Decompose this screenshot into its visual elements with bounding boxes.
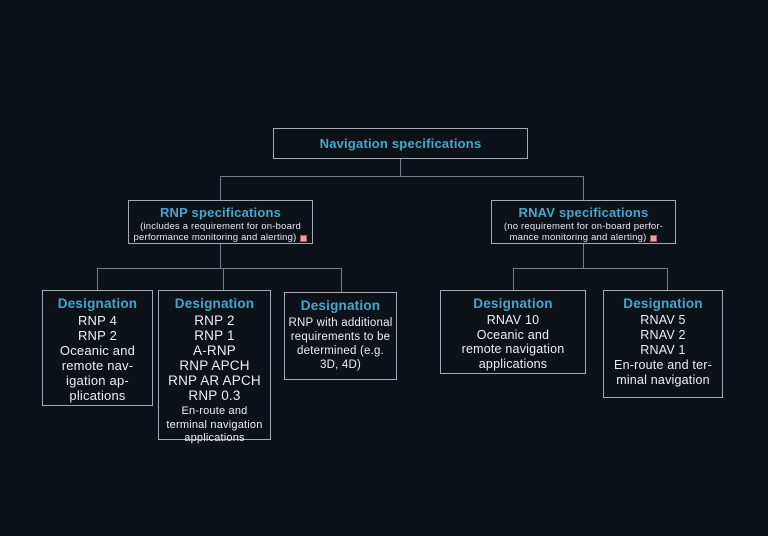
designation-note-line: applications <box>184 432 245 444</box>
connector-vertical <box>513 268 514 290</box>
designation-line: RNP 2 <box>194 313 235 328</box>
connector-vertical <box>223 268 224 290</box>
designation-line: RNP 2 <box>77 328 118 343</box>
designation-line: RNAV 5 <box>640 313 686 327</box>
node-title: Navigation specifications <box>319 136 482 151</box>
node-title: Designation <box>174 296 255 311</box>
designation-line: RNP 0.3 <box>188 388 241 403</box>
designation-note-line: En-route and <box>181 405 248 417</box>
connector-vertical <box>220 244 221 268</box>
designation-line: igation ap- <box>66 373 129 388</box>
node-navigation-specifications: Navigation specifications <box>273 128 528 159</box>
designation-line: Oceanic and <box>476 327 550 342</box>
connector-vertical <box>667 268 668 290</box>
connector-vertical <box>400 159 401 176</box>
designation-line: plications <box>69 388 126 403</box>
designation-note-line: determined (e.g. <box>297 345 384 357</box>
connector-horizontal <box>220 176 584 177</box>
designation-note-line: 3D, 4D) <box>319 359 362 371</box>
footnote-marker-icon <box>650 234 658 242</box>
node-title: Designation <box>473 296 553 311</box>
footnote-marker-icon <box>300 234 308 242</box>
node-title: RNAV specifications <box>518 205 649 220</box>
designation-note-line: requirements to be <box>290 331 391 343</box>
node-rnp-designation-oceanic: Designation RNP 4 RNP 2 Oceanic and remo… <box>42 290 153 406</box>
designation-note-line: RNP with additional <box>288 317 393 329</box>
designation-line: minal navigation <box>616 373 710 387</box>
designation-line: A-RNP <box>192 343 236 358</box>
node-title: Designation <box>300 298 381 313</box>
node-subtitle-text: performance monitoring and alerting) <box>133 232 297 243</box>
node-rnav-specifications: RNAV specifications (no requirement for … <box>491 200 676 244</box>
node-title: Designation <box>623 296 703 311</box>
designation-line: RNP 1 <box>194 328 235 343</box>
designation-line: RNAV 1 <box>640 343 686 357</box>
connector-vertical <box>220 176 221 200</box>
designation-line: applications <box>478 356 548 371</box>
designation-line: En-route and ter- <box>614 358 712 372</box>
node-title: Designation <box>57 296 138 311</box>
designation-line: RNP 4 <box>77 313 118 328</box>
connector-horizontal <box>513 268 668 269</box>
node-title: RNP specifications <box>159 205 282 220</box>
node-subtitle-line: (includes a requirement for on-board <box>140 221 301 232</box>
designation-line: RNP APCH <box>179 358 250 373</box>
node-rnav-designation-enroute-terminal: Designation RNAV 5 RNAV 2 RNAV 1 En-rout… <box>603 290 723 398</box>
connector-vertical <box>583 176 584 200</box>
connector-vertical <box>97 268 98 290</box>
node-rnp-designation-enroute-terminal: Designation RNP 2 RNP 1 A-RNP RNP APCH R… <box>158 290 271 444</box>
node-subtitle-line: (no requirement for on-board perfor- <box>503 221 664 232</box>
node-rnav-designation-oceanic: Designation RNAV 10 Oceanic and remote n… <box>440 290 586 374</box>
connector-vertical <box>341 268 342 292</box>
node-subtitle-line: performance monitoring and alerting) <box>129 232 312 243</box>
connector-horizontal <box>97 268 342 269</box>
designation-line: remote navigation <box>461 342 565 356</box>
designation-line: remote nav- <box>61 358 134 373</box>
connector-vertical <box>583 244 584 268</box>
designation-note-line: terminal navigation <box>166 418 263 431</box>
node-subtitle-text: mance monitoring and alerting) <box>509 232 647 243</box>
designation-line: RNAV 10 <box>486 313 540 327</box>
node-rnp-specifications: RNP specifications (includes a requireme… <box>128 200 313 244</box>
designation-line: Oceanic and <box>59 343 136 358</box>
node-rnp-designation-additional: Designation RNP with additional requirem… <box>284 292 397 380</box>
designation-line: RNP AR APCH <box>168 373 261 388</box>
node-subtitle-line: mance monitoring and alerting) <box>492 232 675 243</box>
designation-line: RNAV 2 <box>640 328 686 342</box>
